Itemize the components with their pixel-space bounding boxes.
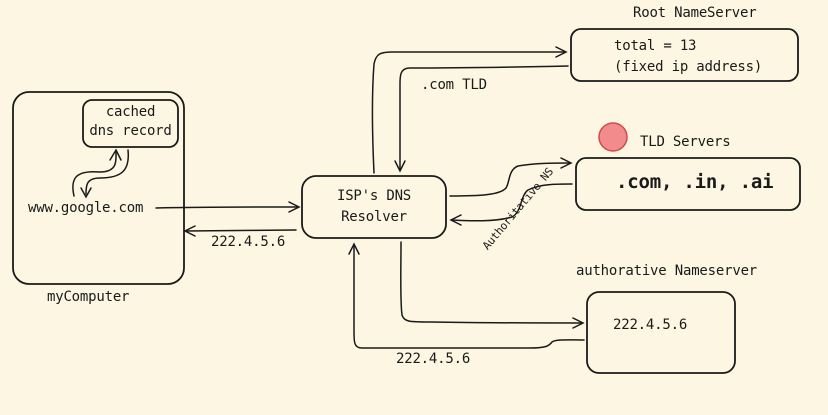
query-domain: www.google.com: [28, 200, 144, 216]
arrow-resolver-to-root: [371, 51, 566, 174]
arrow-query-to-resolver: [155, 206, 299, 209]
arrow-query-to-resolver-head: [288, 201, 301, 213]
root-ns-count: total = 13: [614, 38, 697, 54]
auth-ns-ip: 222.4.5.6: [613, 317, 688, 333]
edge-label-ip-to-computer: 222.4.5.6: [211, 234, 286, 250]
arrow-query-to-cache: [72, 151, 117, 197]
auth-ns-title: authorative Nameserver: [576, 263, 758, 279]
arrow-tld-to-resolver-head: [449, 214, 462, 226]
arrow-resolver-to-auth-head: [572, 317, 585, 329]
tld-title: TLD Servers: [640, 134, 731, 150]
edge-label-com-tld: .com TLD: [421, 77, 487, 93]
arrow-resolver-to-computer-head: [183, 225, 196, 237]
cache-label-line1: cached: [105, 104, 156, 120]
root-ns-note: (fixed ip address): [614, 59, 763, 75]
arrow-auth-to-resolver: [353, 244, 585, 349]
auth-ns-box: [586, 291, 736, 374]
cache-box: [82, 99, 179, 148]
arrow-tld-to-resolver: [451, 183, 573, 222]
arrow-root-to-resolver: [399, 65, 569, 171]
arrow-root-to-resolver-head: [394, 160, 406, 173]
root-ns-box: [570, 28, 799, 82]
root-ns-title: Root NameServer: [633, 5, 757, 21]
tld-box: [575, 157, 801, 211]
arrow-resolver-to-auth: [400, 241, 583, 324]
resolver-label-line1: ISP's DNS: [336, 188, 412, 204]
arrow-resolver-to-tld-head: [560, 157, 573, 169]
arrow-resolver-to-tld: [449, 162, 571, 197]
resolver-label-line2: Resolver: [341, 209, 407, 225]
arrow-auth-to-resolver-head: [348, 242, 360, 255]
arrow-query-to-cache-head: [109, 148, 122, 161]
arrow-resolver-to-computer: [185, 229, 297, 232]
tld-indicator-dot: [598, 122, 628, 152]
cache-label-line2: dns record: [89, 123, 172, 139]
resolver-box: [301, 175, 447, 239]
arrow-cache-to-query-head: [80, 187, 92, 199]
computer-label: myComputer: [47, 289, 130, 305]
arrow-cache-to-query: [85, 149, 130, 195]
edge-label-ip-from-auth: 222.4.5.6: [396, 351, 471, 367]
arrow-resolver-to-root-head: [555, 46, 568, 58]
tld-domains: .com, .in, .ai: [616, 171, 774, 193]
